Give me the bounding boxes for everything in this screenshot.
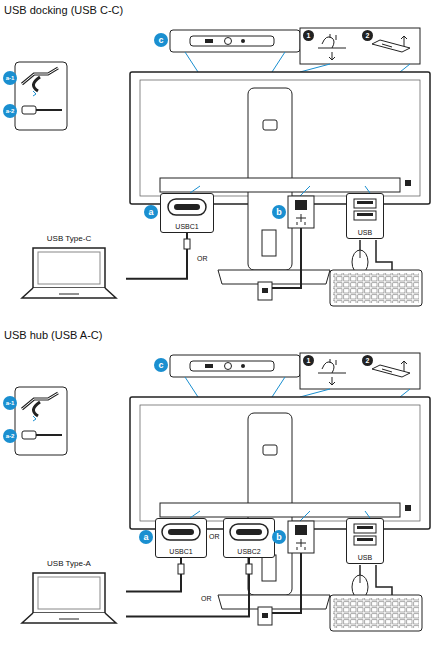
- cable-plug: [184, 239, 190, 249]
- laptop-icon: [19, 569, 119, 627]
- cable-plug: [246, 564, 252, 574]
- callout-number: 2: [362, 30, 373, 41]
- callout-letter: a: [139, 530, 153, 544]
- callout-letter: b: [272, 530, 286, 544]
- port-box: USBC2: [223, 518, 275, 558]
- usb-cable: [126, 233, 187, 279]
- or-label: OR: [196, 254, 209, 263]
- callout-number: 1: [303, 30, 314, 41]
- callout-step: a-2: [3, 429, 17, 443]
- or-label: OR: [208, 532, 221, 541]
- callout-step: a-2: [3, 104, 17, 118]
- callout-step: a-1: [3, 396, 17, 410]
- port-label: USB: [349, 553, 381, 562]
- port-label: USBC1: [163, 222, 211, 231]
- section-heading: USB hub (USB A-C): [4, 329, 102, 342]
- callout-number: 2: [362, 355, 373, 366]
- laptop-device: USB Type-A: [12, 559, 126, 631]
- callout-letter: c: [154, 358, 168, 372]
- device-label: USB Type-A: [12, 559, 126, 569]
- usbc-port-icon: [227, 521, 271, 543]
- or-label: OR: [200, 594, 213, 603]
- laptop-icon: [19, 244, 119, 302]
- callout-letter: c: [154, 33, 168, 47]
- device-label: USB Type-C: [12, 234, 126, 244]
- cable-plug: [178, 564, 184, 574]
- port-box: USB: [346, 193, 384, 239]
- usbc-port-icon: [165, 196, 209, 218]
- port-label: USB: [349, 228, 381, 237]
- callout-letter: b: [272, 205, 286, 219]
- port-label: USBC1: [158, 547, 204, 556]
- port-box: USB: [346, 518, 384, 564]
- section-heading: USB docking (USB C-C): [4, 4, 123, 17]
- usb-cable: [126, 558, 249, 617]
- usba-ports-icon: [350, 196, 380, 224]
- callout-step: a-1: [3, 71, 17, 85]
- callout-number: 1: [303, 355, 314, 366]
- port-label: USBC2: [226, 547, 272, 556]
- port-box: USBC1: [160, 193, 214, 233]
- usb-cable: [126, 558, 181, 591]
- usba-ports-icon: [350, 521, 380, 549]
- usbc-port-icon: [159, 521, 203, 543]
- callout-letter: a: [144, 205, 158, 219]
- port-box: USBC1: [155, 518, 207, 558]
- laptop-device: USB Type-C: [12, 234, 126, 306]
